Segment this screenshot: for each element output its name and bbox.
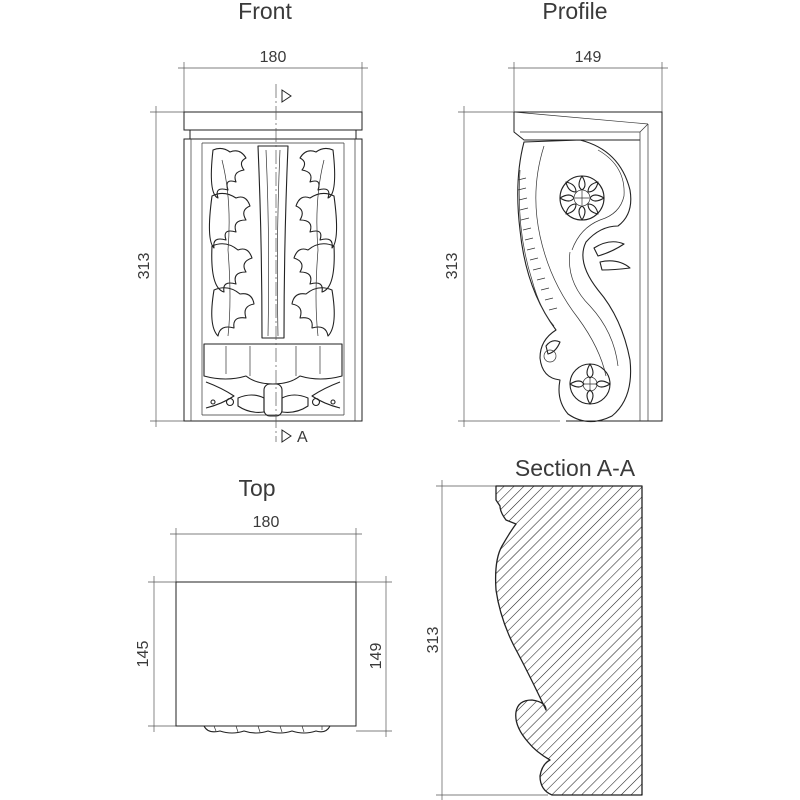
front-section-line: A — [275, 84, 308, 446]
front-width-label: 180 — [260, 49, 287, 66]
front-height-dimension: 313 — [136, 106, 184, 427]
top-left-depth-dimension: 145 — [135, 576, 176, 732]
front-height-label: 313 — [136, 253, 153, 280]
front-acanthus-carving — [208, 145, 338, 339]
profile-height-dimension: 313 — [444, 106, 560, 427]
top-right-depth-dimension: 149 — [356, 576, 392, 737]
front-title: Front — [238, 0, 292, 24]
profile-height-label: 313 — [444, 253, 461, 280]
profile-width-dimension: 149 — [508, 49, 668, 112]
profile-lower-rosette — [569, 363, 611, 405]
section-height-dimension: 313 — [425, 480, 548, 800]
profile-view: Profile 149 313 — [444, 0, 668, 427]
top-title: Top — [238, 475, 275, 501]
profile-scroll-carving — [517, 139, 632, 423]
front-outline — [183, 111, 363, 422]
top-outline — [175, 581, 357, 734]
profile-outline — [513, 111, 663, 422]
front-width-dimension: 180 — [178, 49, 368, 112]
front-view: Front 180 313 — [136, 0, 368, 446]
top-width-label: 180 — [253, 514, 280, 531]
section-height-label: 313 — [425, 627, 442, 654]
front-lower-carving — [203, 343, 343, 417]
profile-upper-rosette — [559, 175, 605, 221]
section-title: Section A-A — [515, 455, 636, 481]
profile-title: Profile — [542, 0, 607, 24]
top-left-depth-label: 145 — [135, 641, 152, 668]
front-section-marker: A — [297, 429, 308, 446]
section-view: Section A-A 313 — [425, 455, 643, 800]
profile-width-label: 149 — [575, 49, 602, 66]
top-width-dimension: 180 — [170, 514, 362, 582]
top-right-depth-label: 149 — [368, 643, 385, 670]
top-view: Top 180 145 149 — [135, 475, 392, 737]
section-hatched-profile — [494, 485, 643, 796]
